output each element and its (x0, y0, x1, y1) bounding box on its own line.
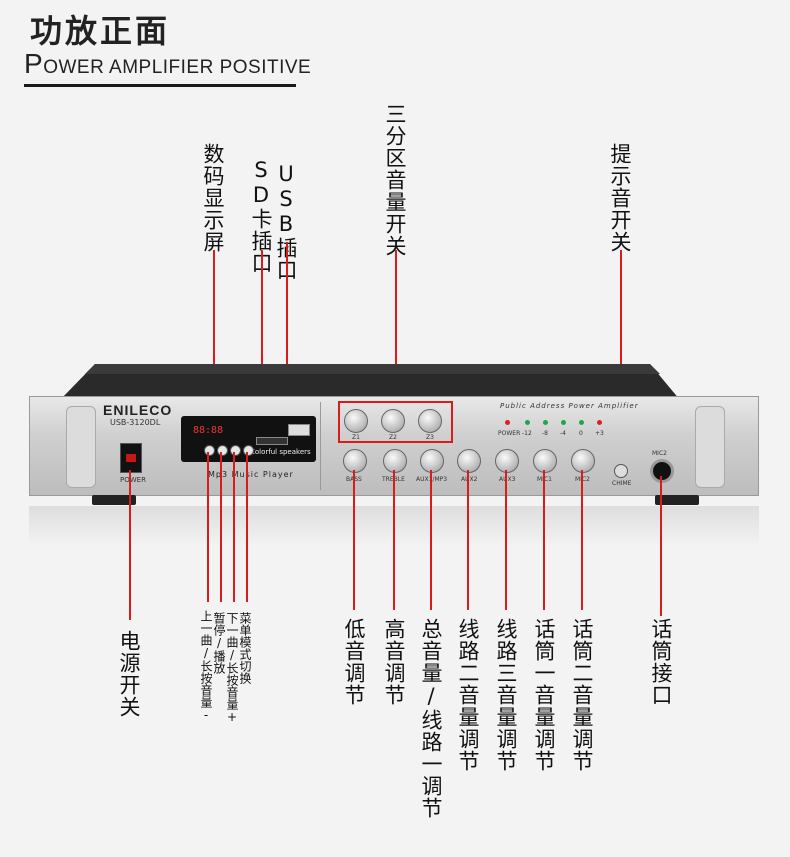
chime-label: CHIME (612, 480, 632, 487)
usb-port[interactable] (288, 424, 310, 436)
label-chime-switch: 提示音开关 (608, 143, 632, 253)
pointer-chime (620, 250, 622, 466)
mp3-player-label: Mp3 Music Player (208, 470, 294, 479)
amplifier-top-cover (60, 364, 680, 400)
label-next-button: 下一曲/长按音量+ (225, 612, 239, 724)
label-aux3-volume: 线路三音量调节 (494, 618, 518, 772)
aux2-label: AUX2 (461, 476, 478, 483)
led-label: POWER (498, 430, 521, 437)
right-rack-handle (695, 406, 725, 488)
label-prev-button: 上一曲/长按音量- (199, 610, 213, 722)
pointer-next (233, 452, 235, 602)
label-bass: 低音调节 (342, 618, 366, 706)
label-digital-display: 数码显示屏 (201, 143, 225, 253)
label-master-volume: 总音量/线路一调节 (419, 618, 443, 819)
led-plus3 (597, 420, 602, 425)
pointer-master (430, 470, 432, 610)
led-power (505, 420, 510, 425)
label-treble: 高音调节 (382, 618, 406, 706)
aux1-mp3-knob[interactable] (420, 449, 444, 473)
chime-button[interactable] (614, 464, 628, 478)
label-power-switch: 电源开关 (117, 630, 141, 718)
mic-jack-label: MIC2 (652, 450, 667, 457)
zone3-label: Z3 (426, 434, 434, 441)
aux3-knob[interactable] (495, 449, 519, 473)
pointer-mic1 (543, 470, 545, 610)
led-minus12 (525, 420, 530, 425)
pointer-mic-jack (660, 476, 662, 616)
mode-button[interactable] (243, 445, 254, 456)
zone2-knob[interactable] (381, 409, 405, 433)
pa-amplifier-label: Public Address Power Amplifier (500, 402, 639, 410)
aux3-label: AUX3 (499, 476, 516, 483)
label-mic-jack: 话筒接口 (649, 618, 673, 706)
pointer-sd (261, 250, 263, 440)
sd-card-slot[interactable] (256, 437, 288, 445)
label-aux2-volume: 线路二音量调节 (456, 618, 480, 772)
pointer-menu (246, 452, 248, 602)
title-underline (24, 84, 296, 87)
brand-logo: ENILECO (103, 402, 173, 418)
pointer-aux3 (505, 470, 507, 610)
led-label: -12 (522, 430, 532, 437)
prev-button[interactable] (204, 445, 215, 456)
pointer-zone (395, 250, 397, 402)
mic1-knob[interactable] (533, 449, 557, 473)
label-mic2-volume: 话筒二音量调节 (570, 618, 594, 772)
right-foot (655, 495, 699, 505)
zone1-knob[interactable] (344, 409, 368, 433)
subtitle-initial: P (24, 48, 44, 79)
page-title: 功放正面 (30, 12, 171, 50)
zone1-label: Z1 (352, 434, 360, 441)
power-switch[interactable] (120, 443, 142, 473)
left-rack-handle (66, 406, 96, 488)
zone3-knob[interactable] (418, 409, 442, 433)
label-menu-button: 菜单模式切换 (238, 612, 252, 684)
pointer-display (213, 250, 215, 430)
label-pause-button: 暂停/播放 (212, 612, 226, 674)
led-minus4 (561, 420, 566, 425)
label-mic1-volume: 话筒一音量调节 (532, 618, 556, 772)
digital-display: 88:88 (193, 425, 224, 436)
led-zero (579, 420, 584, 425)
next-button[interactable] (230, 445, 241, 456)
play-pause-button[interactable] (217, 445, 228, 456)
led-label: 0 (579, 430, 583, 437)
pointer-power (129, 470, 131, 620)
led-label: -8 (542, 430, 548, 437)
pointer-bass (353, 470, 355, 610)
pointer-pause (220, 452, 222, 602)
pointer-mic2 (581, 470, 583, 610)
pointer-usb (286, 242, 288, 427)
treble-knob[interactable] (383, 449, 407, 473)
model-number: USB-3120DL (110, 418, 161, 427)
page-subtitle: POWER AMPLIFIER POSITIVE (24, 48, 311, 80)
pointer-prev (207, 452, 209, 602)
mic-jack[interactable] (650, 459, 674, 483)
bass-knob[interactable] (343, 449, 367, 473)
led-minus8 (543, 420, 548, 425)
pointer-treble (393, 470, 395, 610)
led-label: +3 (595, 430, 604, 437)
mic2-knob[interactable] (571, 449, 595, 473)
subtitle-rest: OWER AMPLIFIER POSITIVE (43, 57, 312, 78)
zone-highlight-box (338, 401, 453, 443)
pointer-aux2 (467, 470, 469, 610)
led-label: -4 (560, 430, 566, 437)
label-zone-volume: 三分区音量开关 (383, 103, 407, 257)
zone2-label: Z2 (389, 434, 397, 441)
left-foot (92, 495, 136, 505)
panel-divider (320, 402, 321, 490)
player-brand-text: Colorful speakers (250, 448, 311, 456)
power-label: POWER (120, 476, 146, 484)
aux2-knob[interactable] (457, 449, 481, 473)
